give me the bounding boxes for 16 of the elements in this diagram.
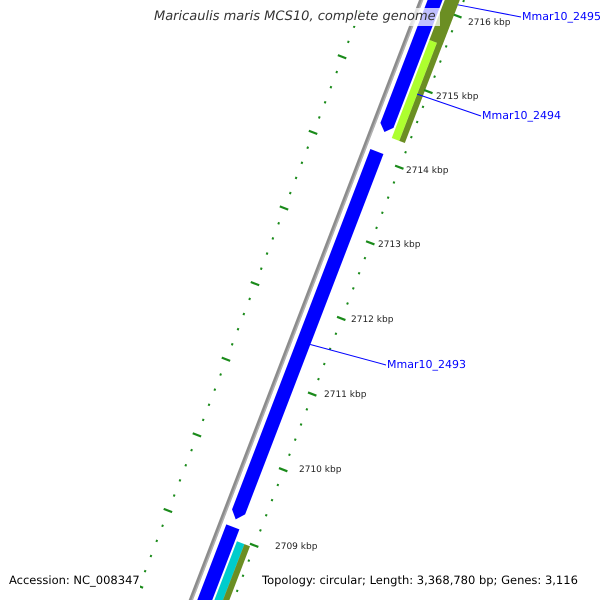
tick-label: 2711 kbp: [324, 390, 366, 401]
gene-label: Mmar10_2495: [522, 10, 600, 24]
tick-label: 2710 kbp: [299, 465, 342, 476]
tick-label: 2714 kbp: [406, 166, 448, 177]
accession-text: Accession: NC_008347: [9, 574, 140, 588]
tick-label: 2712 kbp: [351, 315, 394, 326]
tick-label: 2713 kbp: [378, 240, 420, 251]
leader-line: [310, 344, 386, 366]
leader-line: [457, 4, 522, 18]
leader-line: [416, 94, 482, 116]
tick-label: 2715 kbp: [436, 92, 478, 103]
tick-label: 2709 kbp: [275, 542, 318, 553]
gene-label: Mmar10_2493: [387, 358, 466, 372]
genome-info-text: Topology: circular; Length: 3,368,780 bp; Genes: 3,116: [262, 574, 578, 588]
tick-label: 2716 kbp: [468, 18, 510, 29]
gene-label: Mmar10_2494: [482, 109, 561, 122]
